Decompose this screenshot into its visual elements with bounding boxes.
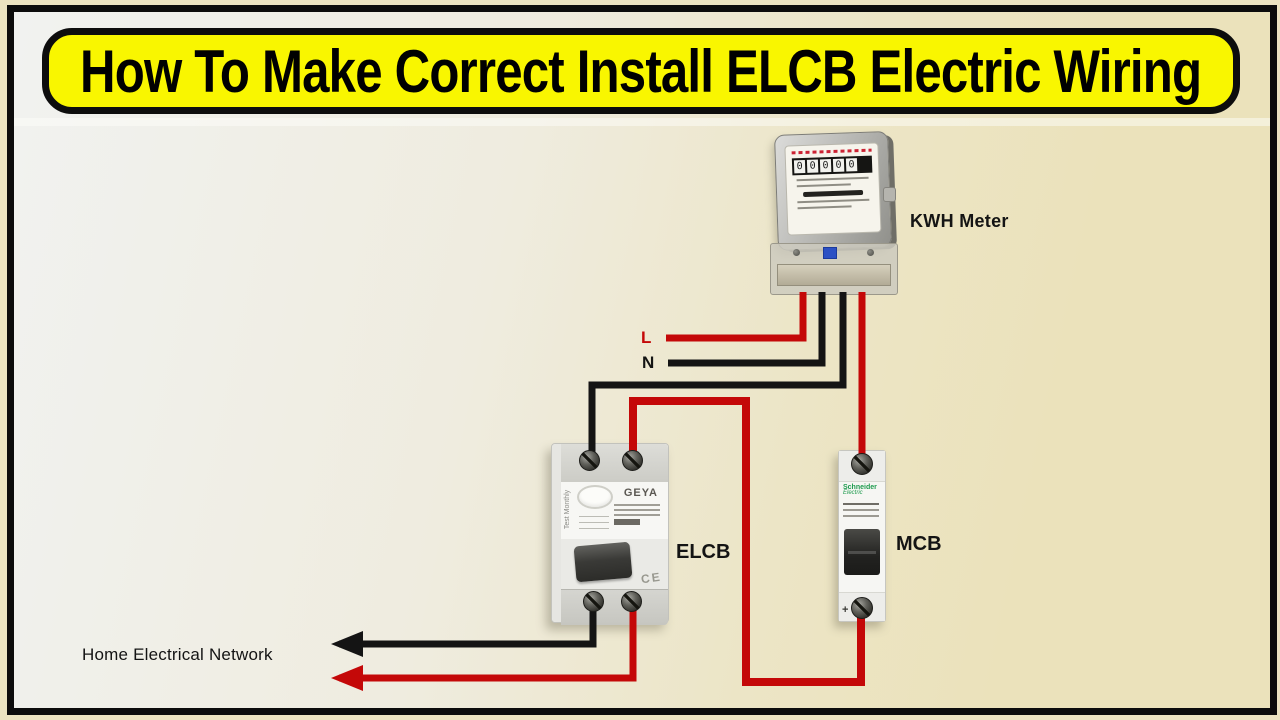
spec-line: [614, 514, 660, 516]
toggle-ridge: [848, 551, 876, 554]
spec-line: [614, 509, 660, 511]
mcb-spec-text: [843, 503, 879, 521]
wire-neutral-elcb-to-home: [339, 600, 597, 648]
wire-live-mcb-to-elcb: [629, 397, 865, 686]
mcb-top-terminal-screw: [851, 453, 873, 475]
home-network-label: Home Electrical Network: [82, 645, 273, 664]
title-divider-strip: [14, 118, 1270, 126]
mcb-brand-line1: Schneider: [843, 484, 877, 491]
spec-line: [843, 509, 879, 511]
spec-line: [843, 503, 879, 505]
elcb-top-terminal-block: [561, 444, 668, 483]
wire-live-elcb-to-home: [339, 600, 637, 682]
terminal-cover-band: [777, 264, 891, 286]
elcb-top-left-terminal-screw: [579, 450, 600, 471]
elcb-device: Test Monthly GEYA CE: [551, 443, 669, 625]
wire-neutral-supply-N: [668, 292, 826, 367]
spec-barcode: [614, 519, 640, 525]
mcb-toggle-handle: [844, 529, 880, 575]
mcb-brand: Schneider Electric: [843, 484, 883, 496]
page-title: How To Make Correct Install ELCB Electri…: [80, 37, 1202, 105]
neutral-label: N: [642, 353, 655, 372]
elcb-schematic-print: [579, 512, 609, 534]
terminal-screw: [793, 249, 800, 256]
mcb-brand-line2: Electric: [843, 490, 863, 496]
elcb-faceplate: Test Monthly GEYA: [561, 482, 668, 539]
mcb-bottom-terminal-screw: [851, 597, 873, 619]
line-label: L: [641, 328, 652, 347]
meter-seal-knob: [883, 187, 896, 202]
mcb-label: MCB: [896, 533, 942, 555]
spec-line: [614, 504, 660, 506]
title-banner: How To Make Correct Install ELCB Electri…: [42, 28, 1240, 114]
meter-blue-chip: [823, 247, 837, 259]
wire-neutral-meter-to-elcb: [588, 292, 847, 459]
kwh-meter-label: KWH Meter: [910, 211, 1009, 231]
arrowhead-live-to-home: [331, 665, 363, 691]
elcb-top-right-terminal-screw: [622, 450, 643, 471]
elcb-test-button: [577, 485, 613, 509]
elcb-bottom-left-terminal-screw: [583, 591, 604, 612]
kwh-meter-device: 0 0 0 0 0: [770, 131, 898, 296]
elcb-bottom-terminal-block: [561, 589, 668, 625]
mcb-plus-mark: +: [842, 604, 849, 616]
elcb-bottom-right-terminal-screw: [621, 591, 642, 612]
elcb-brand: GEYA: [623, 487, 658, 499]
arrowhead-neutral-to-home: [331, 631, 363, 657]
spec-line: [843, 515, 879, 517]
mcb-device: Schneider Electric +: [838, 450, 886, 622]
elcb-spec-text: [614, 504, 660, 525]
terminal-screw: [867, 249, 874, 256]
elcb-label: ELCB: [676, 541, 731, 563]
meter-terminal-block: [770, 243, 898, 295]
elcb-switch-section: CE: [561, 539, 668, 589]
wire-live-supply-L: [666, 292, 807, 342]
